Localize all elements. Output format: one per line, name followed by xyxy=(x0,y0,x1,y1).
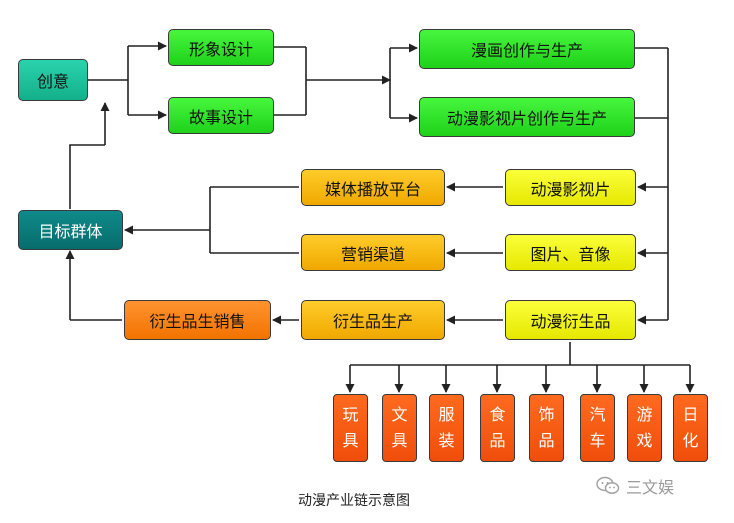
node-media-platform: 媒体播放平台 xyxy=(301,169,445,206)
product-games: 游 戏 xyxy=(627,394,662,462)
product-toys-char-1: 玩 xyxy=(342,405,359,424)
node-target-audience: 目标群体 xyxy=(18,210,123,250)
watermark: 三文娱 xyxy=(596,474,674,498)
wechat-icon xyxy=(596,476,620,494)
node-merchandise-production: 衍生品生产 xyxy=(301,300,445,340)
product-daily-chemicals-char-2: 化 xyxy=(682,431,699,450)
product-food-char-2: 品 xyxy=(489,431,506,450)
product-clothing-char-2: 装 xyxy=(438,431,455,450)
node-animated-films: 动漫影视片 xyxy=(505,169,636,206)
node-animation-creation: 动漫影视片创作与生产 xyxy=(419,97,635,137)
product-food-char-1: 食 xyxy=(489,405,506,424)
product-games-char-2: 戏 xyxy=(636,431,653,450)
watermark-text: 三文娱 xyxy=(626,478,675,497)
product-stationery: 文 具 xyxy=(382,394,417,462)
product-clothing-char-1: 服 xyxy=(438,405,455,424)
product-daily-chemicals-char-1: 日 xyxy=(682,405,699,424)
node-merchandise-sales: 衍生品生销售 xyxy=(124,300,271,340)
product-food: 食 品 xyxy=(480,394,515,462)
product-stationery-char-2: 具 xyxy=(391,431,408,450)
product-accessories-char-2: 品 xyxy=(538,431,555,450)
product-games-char-1: 游 xyxy=(636,405,653,424)
product-accessories: 饰 品 xyxy=(529,394,564,462)
product-cars: 汽 车 xyxy=(580,394,615,462)
product-toys-char-2: 具 xyxy=(342,431,359,450)
product-toys: 玩 具 xyxy=(333,394,368,462)
node-marketing-channels: 营销渠道 xyxy=(301,234,445,271)
node-creativity: 创意 xyxy=(18,59,88,101)
product-stationery-char-1: 文 xyxy=(391,405,408,424)
node-animation-merchandise: 动漫衍生品 xyxy=(505,300,636,340)
product-clothing: 服 装 xyxy=(429,394,464,462)
product-accessories-char-1: 饰 xyxy=(538,405,555,424)
diagram-caption: 动漫产业链示意图 xyxy=(298,493,410,509)
product-daily-chemicals: 日 化 xyxy=(673,394,708,462)
node-images-audio-video: 图片、音像 xyxy=(505,234,636,271)
node-character-design: 形象设计 xyxy=(168,29,274,66)
product-cars-char-2: 车 xyxy=(589,431,606,450)
product-cars-char-1: 汽 xyxy=(589,405,606,424)
node-comic-creation: 漫画创作与生产 xyxy=(419,29,635,69)
node-story-design: 故事设计 xyxy=(168,97,274,134)
